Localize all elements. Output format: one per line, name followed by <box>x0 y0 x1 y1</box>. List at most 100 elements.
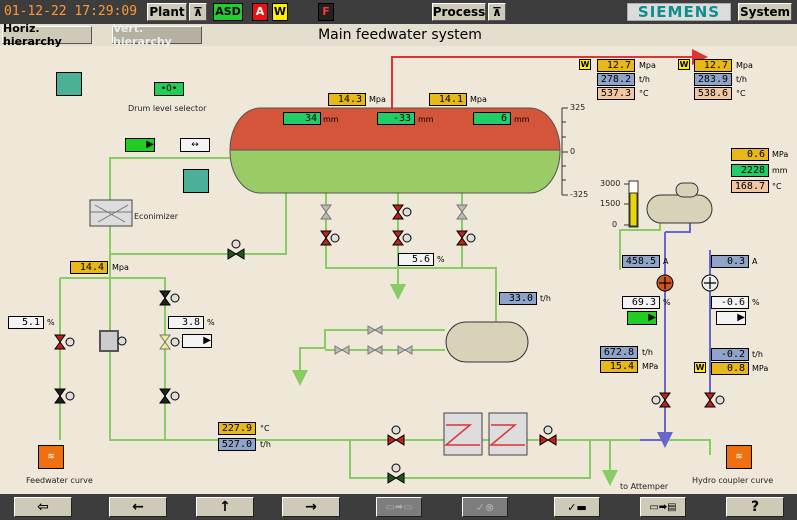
drum-level-3-unit: mm <box>514 115 530 124</box>
asd-indicator[interactable]: ASD <box>213 3 243 21</box>
steam1-pressure-unit: Mpa <box>639 61 656 70</box>
system-button[interactable]: System <box>738 3 792 21</box>
print-button[interactable]: ▭➡▤ <box>640 497 686 517</box>
valves <box>54 204 725 484</box>
pump-left-current-unit: A <box>663 257 669 266</box>
economizer <box>89 199 133 227</box>
back-button[interactable]: ← <box>109 497 167 517</box>
left-arrow-icon: ← <box>132 499 144 515</box>
fault-indicator[interactable]: F <box>318 3 334 21</box>
alarm-indicator[interactable]: A <box>252 3 268 21</box>
pump-right-warning-badge[interactable]: W <box>694 362 706 373</box>
acknowledge-button[interactable]: ✓▬ <box>554 497 600 517</box>
drum-level-2: -33 <box>377 112 415 125</box>
pump-right-current: 0.3 <box>711 255 749 268</box>
deaerator-tank <box>646 182 713 224</box>
page-title: Main feedwater system <box>318 27 482 43</box>
pump-right-mode-icon[interactable]: ▶ <box>716 311 746 325</box>
drum-level-selector-label: Drum level selector <box>128 104 207 113</box>
enter-arrow-icon: ⇦ <box>37 499 49 515</box>
drum-pressure-right: 14.1 <box>429 93 467 106</box>
hydro-coupler-curve-icon[interactable]: ≋ <box>726 445 752 469</box>
pump-right-position-unit: % <box>752 298 760 307</box>
mid-flow: 33.0 <box>499 292 537 305</box>
steam1-temp: 537.3 <box>597 87 635 100</box>
warning-indicator[interactable]: W <box>272 3 288 21</box>
drum-level-3: 6 <box>473 112 511 125</box>
steam2-warning-badge[interactable]: W <box>678 59 690 70</box>
mid-flow-unit: t/h <box>540 294 551 303</box>
bidirectional-icon[interactable]: ↔ <box>180 138 210 152</box>
plant-button[interactable]: Plant <box>147 3 187 21</box>
help-icon: ? <box>750 499 760 515</box>
left-loop-pressure: 14.4 <box>70 261 108 274</box>
steam2-flow-unit: t/h <box>736 75 747 84</box>
siemens-logo: SIEMENS <box>627 3 731 21</box>
transfer-button[interactable]: ▭➡▭ <box>376 497 422 517</box>
check-cancel-icon: ✓⊗ <box>475 500 495 514</box>
pump-right-position: -0.6 <box>711 296 749 309</box>
steam2-pressure-unit: Mpa <box>736 61 753 70</box>
tank-scale-1500-label: 1500 <box>600 199 621 208</box>
pump-right-pressure-unit: MPa <box>752 364 769 373</box>
steam1-pressure: 12.7 <box>597 59 635 72</box>
feedwater-curve-icon[interactable]: ≋ <box>38 445 64 469</box>
pump-left-position-unit: % <box>663 298 671 307</box>
tank-level-scale <box>624 180 639 228</box>
process-up-button[interactable]: ⊼ <box>488 3 506 21</box>
transfer-icon: ▭➡▭ <box>385 501 413 513</box>
valve-a-position: 5.1 <box>8 316 44 329</box>
up-arrow-icon: ⊼ <box>193 5 203 19</box>
enter-button[interactable]: ⇦ <box>14 497 72 517</box>
scale-mid-label: 0 <box>570 147 576 156</box>
steam2-flow: 283.9 <box>694 73 732 86</box>
help-button[interactable]: ? <box>726 497 784 517</box>
deaerator-pressure: 0.6 <box>731 148 769 161</box>
heat-exchangers <box>443 412 528 456</box>
forward-button[interactable]: → <box>282 497 340 517</box>
steam2-temp-unit: °C <box>736 89 746 98</box>
bottom-flow-unit: t/h <box>260 440 271 449</box>
right-arrow-icon: → <box>305 499 317 515</box>
plant-up-button[interactable]: ⊼ <box>189 3 207 21</box>
drum-level-2-unit: mm <box>418 115 434 124</box>
pump-left-flow: 672.8 <box>600 346 638 359</box>
overview-icon[interactable] <box>56 72 82 96</box>
bottom-temp: 227.9 <box>218 422 256 435</box>
bottom-toolbar: ⇦ ← ↑ → ▭➡▭ ✓⊗ ✓▬ ▭➡▤ ? <box>0 494 797 520</box>
feed-pumps <box>656 274 719 292</box>
top-bar: 01-12-22 17:29:09 Plant ⊼ ASD A W F Proc… <box>0 0 797 24</box>
drum-pressure-left-unit: Mpa <box>369 95 386 104</box>
drum-pressure-right-unit: Mpa <box>470 95 487 104</box>
tank-scale-0-label: 0 <box>612 220 618 229</box>
navigation-bar: Horiz. hierarchy Vert. hierarchy Main fe… <box>0 22 797 48</box>
pump-right-flow-unit: t/h <box>752 350 763 359</box>
deaerator-temp: 168.7 <box>731 180 769 193</box>
up-button[interactable]: ↑ <box>196 497 254 517</box>
white-direction-icon[interactable]: ▶ <box>182 334 212 348</box>
pump-right-pressure: 0.8 <box>711 362 749 375</box>
acknowledge-disabled-button[interactable]: ✓⊗ <box>462 497 508 517</box>
drum-level-selector-icon[interactable]: •0• <box>154 82 184 96</box>
steam-pipe <box>391 49 708 108</box>
bottom-flow: 527.0 <box>218 438 256 451</box>
valve-eco-bypass <box>227 239 245 260</box>
drum-pressure-left: 14.3 <box>328 93 366 106</box>
valve-a-position-unit: % <box>47 318 55 327</box>
separator-vessel <box>445 321 529 363</box>
deaerator-level-unit: mm <box>772 166 788 175</box>
green-direction-icon[interactable]: ▶ <box>125 138 155 152</box>
process-button[interactable]: Process <box>432 3 486 21</box>
valve-b-position-unit: % <box>207 318 215 327</box>
pump-left-mode-icon[interactable]: ▶ <box>627 311 657 325</box>
feedwater-curve-label: Feedwater curve <box>26 476 93 485</box>
pump-left-flow-unit: t/h <box>642 348 653 357</box>
up-arrow-icon: ⊼ <box>492 5 502 19</box>
scale-bot-label: -325 <box>570 190 589 199</box>
drum-level-scale <box>561 107 568 196</box>
drum-level-1: 34 <box>283 112 321 125</box>
pump-right-flow: -0.2 <box>711 348 749 361</box>
datetime: 01-12-22 17:29:09 <box>4 3 138 21</box>
steam1-warning-badge[interactable]: W <box>579 59 591 70</box>
detail-icon[interactable] <box>183 169 209 193</box>
